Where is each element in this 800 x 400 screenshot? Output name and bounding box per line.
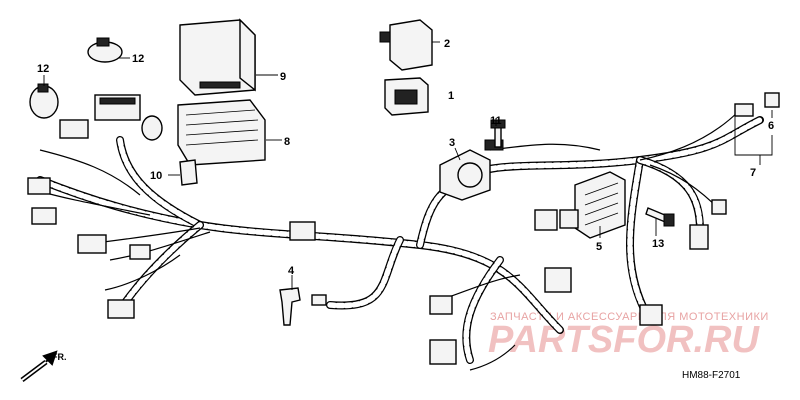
diagram-code: HM88-F2701 [682, 370, 741, 381]
callout-11: 11 [490, 115, 502, 127]
front-marker-label: FR. [52, 352, 67, 362]
callout-7: 7 [750, 167, 756, 179]
callout-12-left: 12 [37, 63, 49, 75]
callout-9: 9 [280, 71, 286, 83]
regulator-rectifier [559, 171, 626, 239]
relay-holder [384, 77, 429, 116]
clamp-band-left [29, 83, 59, 119]
leader-lines [43, 41, 773, 290]
watermark-line1: ЗАПЧАСТИ И АКСЕССУАРЫ ДЛЯ МОТОТЕХНИКИ [490, 311, 769, 323]
clamp-band-top [87, 37, 123, 63]
sensor-4 [279, 287, 327, 326]
callout-12-top: 12 [132, 53, 144, 65]
callout-5: 5 [596, 241, 602, 253]
front-marker: FR. [20, 350, 67, 382]
connector-7 [734, 103, 754, 117]
control-unit [179, 18, 256, 96]
watermark-line2: PARTSFOR.RU [488, 319, 760, 361]
callout-4: 4 [288, 265, 295, 277]
bolt-11 [490, 119, 506, 148]
connector-6 [764, 92, 780, 108]
callout-13: 13 [652, 238, 664, 250]
callouts: 1 2 3 4 5 6 7 8 9 10 11 12 12 13 [37, 38, 774, 277]
callout-1: 1 [448, 90, 454, 102]
starter-relay [439, 139, 504, 201]
bracket [179, 159, 198, 186]
callout-2: 2 [444, 38, 450, 50]
right-connectors [429, 199, 727, 365]
callout-8: 8 [284, 136, 290, 148]
watermark: ЗАПЧАСТИ И АКСЕССУАРЫ ДЛЯ МОТОТЕХНИКИ PA… [488, 311, 769, 361]
bolt-13 [645, 207, 675, 227]
callout-3: 3 [449, 137, 455, 149]
callout-10: 10 [150, 170, 162, 182]
callout-6: 6 [768, 120, 774, 132]
connector-cluster [27, 94, 316, 319]
relay [379, 19, 433, 71]
control-unit-case [177, 99, 266, 166]
